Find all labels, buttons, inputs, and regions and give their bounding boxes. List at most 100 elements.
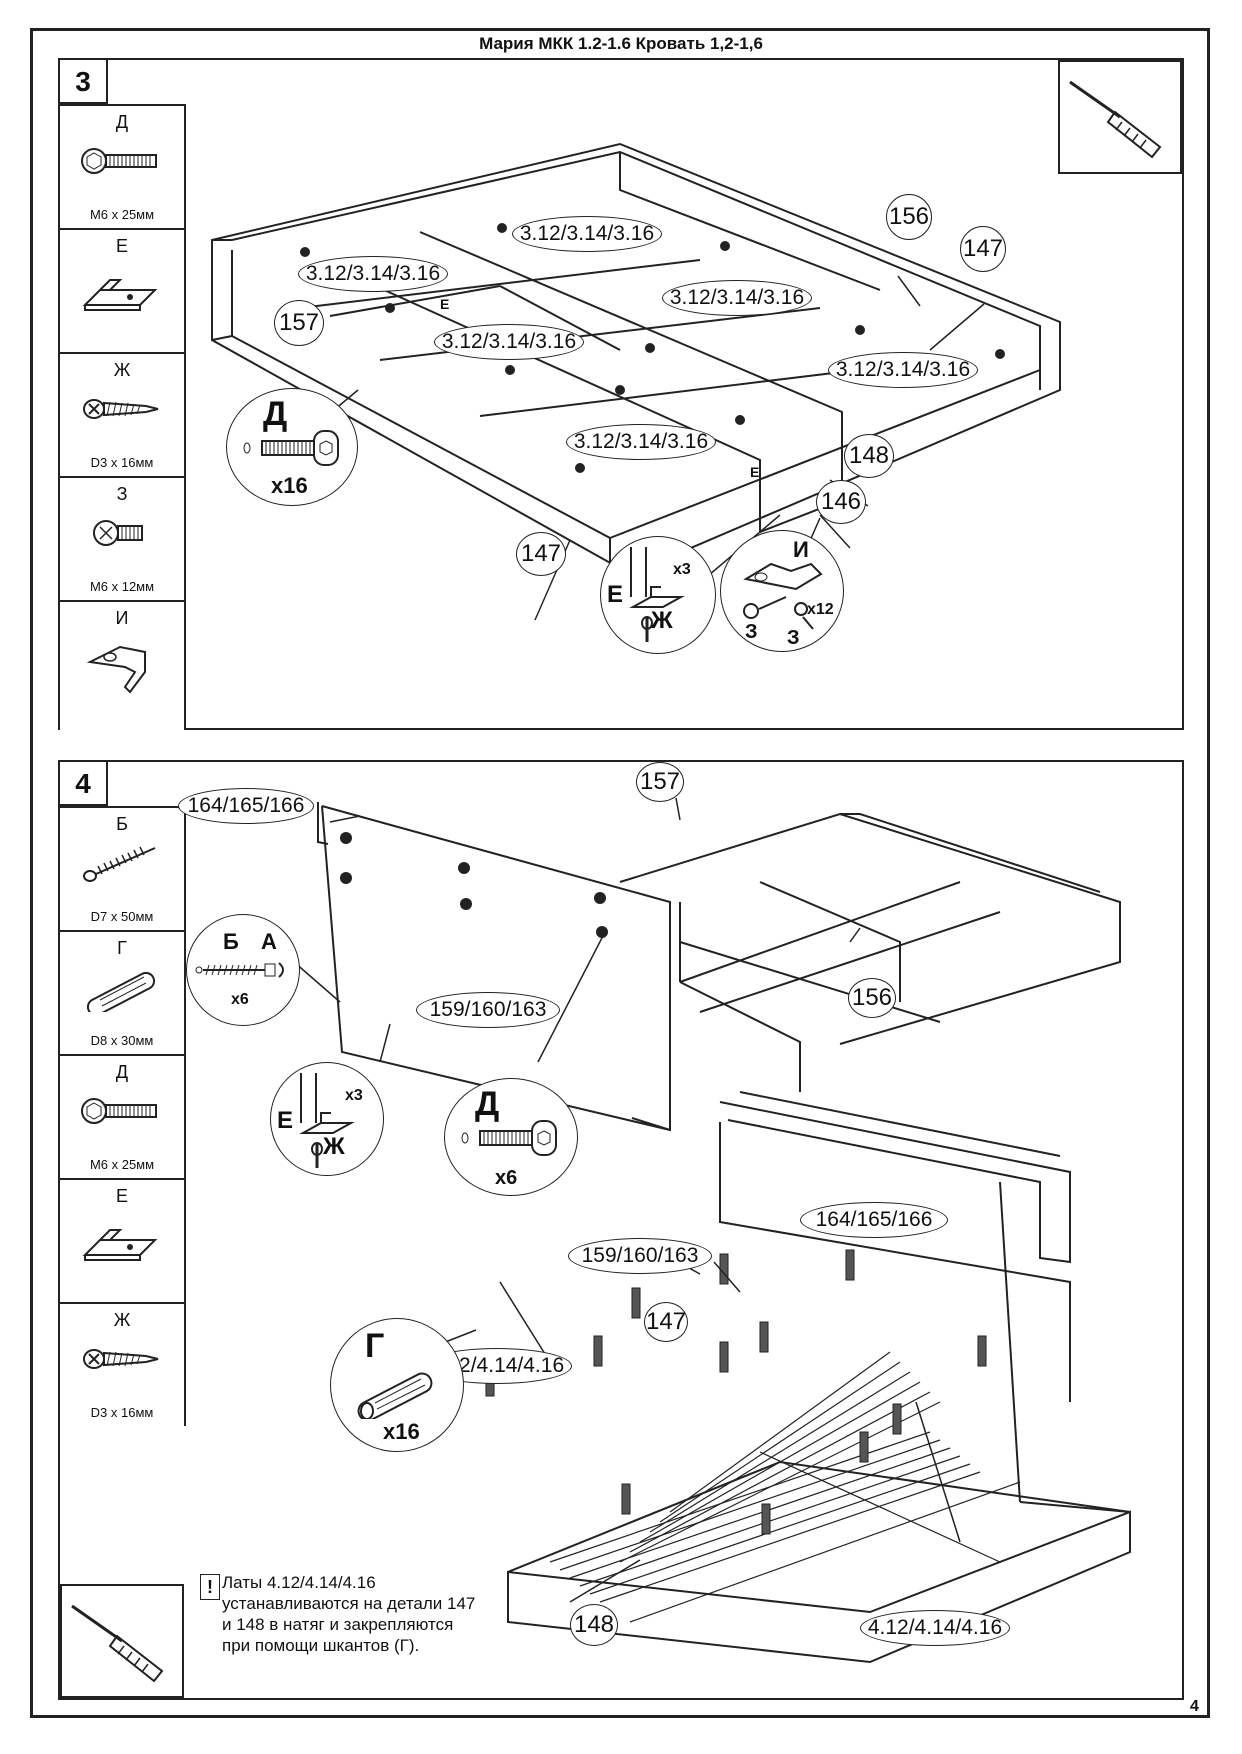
callout-letter-z: З	[787, 627, 800, 649]
step-4-panel: 4 Б D7 x 50мм Г D8 x 30мм Д М6 х 25мм Е …	[58, 760, 1184, 1700]
callout-letter-e: Е	[607, 581, 624, 608]
assembly-note: Латы 4.12/4.14/4.16 устанавливаются на д…	[222, 1572, 552, 1656]
callout-qty: x3	[345, 1087, 363, 1104]
part-label-147: 147	[516, 532, 566, 576]
callout-letter-b: Б	[223, 929, 239, 954]
hardware-size: D7 x 50мм	[90, 909, 154, 924]
callout-qty: x12	[807, 601, 834, 618]
part-label-147: 147	[960, 226, 1006, 272]
hardware-cell-zh: Ж D3 x 16мм	[60, 1302, 184, 1426]
hardware-letter: Ж	[113, 1310, 131, 1330]
corner-bracket-icon	[299, 1073, 355, 1168]
hardware-size: М6 х 25мм	[89, 207, 155, 222]
hardware-letter: И	[115, 608, 129, 628]
hardware-column: Д М6 х 25мм Е Ж D3 x 16мм З М6 х 12мм И	[60, 104, 186, 730]
hardware-size: D3 x 16мм	[90, 455, 154, 470]
part-label-headboard: 164/165/166	[178, 788, 314, 824]
confirmat-screw-icon	[195, 962, 284, 978]
hardware-cell-zh: Ж D3 x 16мм	[60, 352, 184, 476]
hardware-cell-e: Е	[60, 1178, 184, 1302]
callout-letter-zh: Ж	[323, 1133, 345, 1160]
step-number: 3	[60, 60, 108, 104]
callout-qty: x16	[383, 1419, 420, 1444]
hardware-cell-i: И	[60, 600, 184, 730]
step-3-panel: 3 Д М6 х 25мм Е Ж D3 x 16мм З М6 х 12мм …	[58, 58, 1184, 730]
hardware-size: М6 х 12мм	[89, 579, 155, 594]
hardware-letter: Б	[116, 814, 128, 834]
hardware-letter: Д	[115, 1062, 129, 1082]
part-label-157: 157	[274, 300, 324, 346]
callout-letter-i: И	[793, 537, 809, 562]
callout-qty: x6	[495, 1167, 518, 1189]
callout-letter-zh: Ж	[651, 607, 673, 634]
hardware-letter: Г	[117, 938, 127, 958]
note-line: устанавливаются на детали 147	[222, 1594, 476, 1613]
callout-bracket: Е Ж x3	[600, 536, 716, 654]
callout-letter-e: Е	[277, 1107, 294, 1134]
hardware-cell-d: Д М6 х 25мм	[60, 104, 184, 228]
part-label-148: 148	[844, 434, 894, 478]
callout-dowel: Г x16	[330, 1318, 464, 1452]
document-title: Мария МКК 1.2-1.6 Кровать 1,2-1,6	[479, 34, 763, 53]
part-label-3-12: 3.12/3.14/3.16	[298, 256, 448, 292]
part-label-156: 156	[848, 978, 896, 1018]
warning-icon: !	[200, 1574, 220, 1600]
bracket-marker: Е	[440, 296, 450, 312]
bed-assembly-drawing	[293, 797, 1131, 1664]
page-frame	[30, 28, 1210, 1718]
step-number: 4	[60, 762, 108, 806]
part-label-slats: 4.12/4.14/4.16	[860, 1610, 1010, 1646]
part-label-3-12: 3.12/3.14/3.16	[566, 424, 716, 460]
screwdriver-icon	[71, 1604, 164, 1683]
callout-qty: x3	[673, 561, 691, 578]
part-label-3-12: 3.12/3.14/3.16	[434, 324, 584, 360]
dowel-icon	[357, 1372, 433, 1419]
hardware-size: D3 x 16мм	[90, 1405, 154, 1420]
callout-qty: x6	[231, 991, 249, 1008]
angle-bracket-icon	[743, 562, 823, 630]
confirmat-screw-icon	[83, 846, 156, 882]
screw-icon	[83, 1349, 159, 1369]
part-label-panel: 159/160/163	[416, 992, 560, 1028]
bolt-icon	[81, 148, 157, 174]
screwdriver-icon	[1069, 80, 1162, 159]
part-label-panel: 159/160/163	[568, 1238, 712, 1274]
hardware-size: М6 х 25мм	[89, 1157, 155, 1172]
callout-bracket: Е Ж x3	[270, 1062, 384, 1176]
hardware-letter: Е	[115, 1186, 128, 1206]
callout-qty: x16	[271, 473, 308, 498]
callout-bolt: Д x16	[226, 388, 358, 506]
corner-bracket-icon	[82, 279, 158, 311]
part-label-3-12: 3.12/3.14/3.16	[662, 280, 812, 316]
part-label-148: 148	[570, 1604, 618, 1646]
part-label-3-12: 3.12/3.14/3.16	[828, 352, 978, 388]
callout-letter-a: А	[261, 929, 277, 954]
part-label-146: 146	[816, 480, 866, 524]
hardware-cell-b: Б D7 x 50мм	[60, 806, 184, 930]
page-number: 4	[1190, 1698, 1199, 1715]
short-bolt-icon	[93, 520, 143, 546]
part-label-headboard: 164/165/166	[800, 1202, 948, 1238]
hardware-letter: З	[116, 484, 128, 504]
part-label-3-12: 3.12/3.14/3.16	[512, 216, 662, 252]
hardware-column: Б D7 x 50мм Г D8 x 30мм Д М6 х 25мм Е Ж …	[60, 806, 186, 1426]
note-line: Латы 4.12/4.14/4.16	[222, 1573, 376, 1592]
callout-letter: Д	[475, 1085, 500, 1123]
bracket-marker: Е	[750, 464, 760, 480]
hardware-letter: Е	[115, 236, 128, 256]
callout-letter: Г	[365, 1327, 385, 1365]
callout-confirmat-screw: Б А x6	[186, 914, 300, 1026]
corner-bracket-icon	[82, 1229, 158, 1261]
dowel-icon	[86, 971, 156, 1012]
note-line: при помощи шкантов (Г).	[222, 1636, 420, 1655]
part-label-157: 157	[636, 762, 684, 802]
bolt-icon	[461, 1120, 557, 1156]
callout-angle-bracket: И З З x12	[720, 530, 844, 652]
hardware-size: D8 x 30мм	[90, 1033, 154, 1048]
bolt-icon	[81, 1098, 157, 1124]
callout-letter-z: З	[745, 621, 758, 643]
hardware-cell-d: Д М6 х 25мм	[60, 1054, 184, 1178]
screw-icon	[83, 399, 159, 419]
note-line: и 148 в натяг и закрепляются	[222, 1615, 454, 1634]
corner-bracket-icon	[629, 547, 685, 642]
